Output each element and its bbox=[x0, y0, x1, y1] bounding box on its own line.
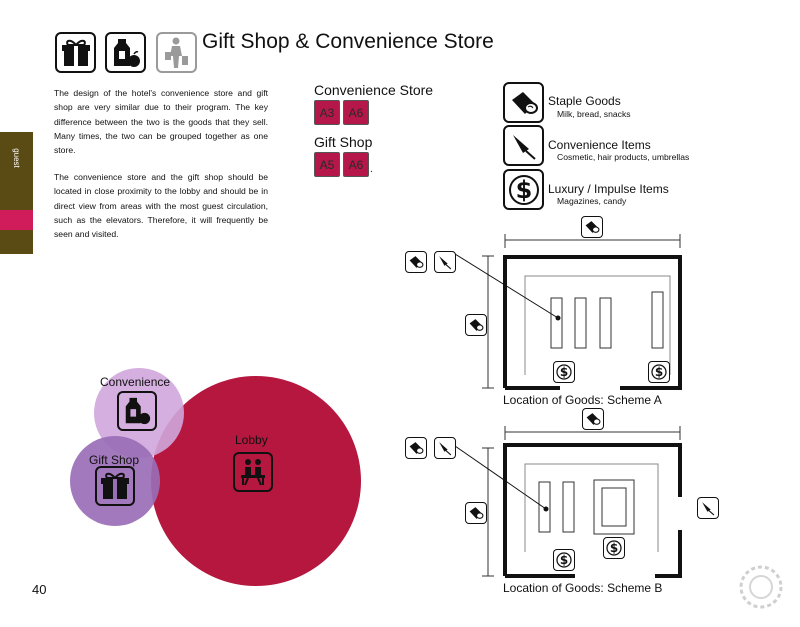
umbrella-icon bbox=[503, 125, 544, 166]
bread-icon bbox=[581, 216, 603, 238]
svg-text:$: $ bbox=[515, 176, 532, 204]
page-number: 40 bbox=[32, 582, 47, 597]
legend-subtitle: Milk, bread, snacks bbox=[557, 109, 631, 119]
bread-icon bbox=[582, 408, 604, 430]
bread-icon bbox=[465, 314, 487, 336]
dollar-icon: $ bbox=[553, 361, 575, 383]
dollar-icon: $ bbox=[648, 361, 670, 383]
page-title: Gift Shop & Convenience Store bbox=[202, 30, 494, 53]
side-tab-label: guest bbox=[12, 148, 21, 168]
side-tab-dark-bottom bbox=[0, 230, 33, 254]
lobby-bubble-label: Lobby bbox=[235, 433, 268, 447]
bread-icon bbox=[465, 502, 487, 524]
dollar-icon: $ bbox=[603, 537, 625, 559]
dollar-icon: $ bbox=[553, 549, 575, 571]
code-badge: A6 bbox=[343, 152, 369, 177]
bread-icon bbox=[405, 251, 427, 273]
watermark-seal bbox=[739, 565, 783, 609]
giftshop-bubble-label: Gift Shop bbox=[89, 453, 140, 467]
groceries-icon bbox=[105, 32, 146, 73]
code-badge: A3 bbox=[314, 100, 340, 125]
code-badge: A5 bbox=[314, 152, 340, 177]
scheme-a-caption: Location of Goods: Scheme A bbox=[503, 393, 662, 407]
lobby-bubble bbox=[151, 376, 361, 586]
legend-title: Convenience Items bbox=[548, 138, 651, 152]
gift-shop-label: Gift Shop bbox=[314, 134, 373, 150]
body-paragraph-2: The convenience store and the gift shop … bbox=[54, 172, 268, 240]
convenience-store-label: Convenience Store bbox=[314, 82, 434, 98]
groceries-icon bbox=[117, 391, 157, 431]
legend-subtitle: Cosmetic, hair products, umbrellas bbox=[557, 152, 690, 162]
umbrella-icon bbox=[434, 251, 456, 273]
scheme-a-plan bbox=[454, 234, 682, 390]
side-tab-dark-top bbox=[0, 132, 33, 210]
bread-icon bbox=[503, 82, 544, 123]
body-paragraph-1: The design of the hotel's convenience st… bbox=[54, 88, 268, 156]
umbrella-icon bbox=[434, 437, 456, 459]
side-tab-accent bbox=[0, 210, 33, 230]
legend-subtitle: Magazines, candy bbox=[557, 196, 627, 206]
bread-icon bbox=[405, 437, 427, 459]
legend-title: Staple Goods bbox=[548, 94, 621, 108]
shopper-icon bbox=[156, 32, 197, 73]
svg-text:$: $ bbox=[655, 365, 663, 379]
convenience-bubble-label: Convenience bbox=[100, 375, 171, 389]
legend-title: Luxury / Impulse Items bbox=[548, 182, 669, 196]
trailing-mark: . bbox=[370, 164, 373, 175]
lobby-seating-icon bbox=[233, 452, 273, 492]
umbrella-icon bbox=[697, 497, 719, 519]
dollar-icon: $ bbox=[503, 169, 544, 210]
scheme-b-plan bbox=[454, 426, 682, 578]
gift-icon bbox=[55, 32, 96, 73]
svg-text:$: $ bbox=[560, 553, 568, 567]
gift-icon bbox=[95, 466, 135, 506]
svg-text:$: $ bbox=[610, 541, 618, 555]
code-badge: A6 bbox=[343, 100, 369, 125]
scheme-b-caption: Location of Goods: Scheme B bbox=[503, 581, 663, 595]
svg-text:$: $ bbox=[560, 365, 568, 379]
